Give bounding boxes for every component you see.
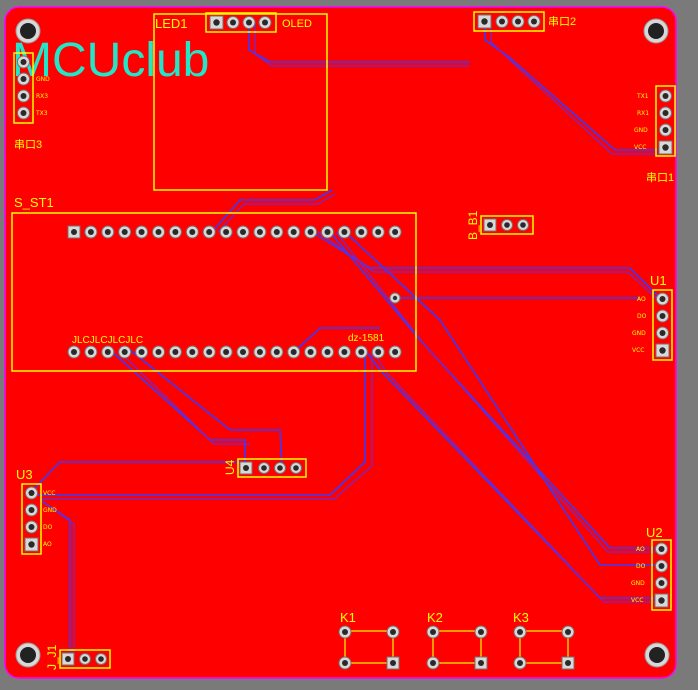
pin-hole xyxy=(341,229,348,235)
j1-label: J_J1 xyxy=(45,644,59,670)
u3-header xyxy=(21,483,42,555)
pin-hole xyxy=(358,229,365,235)
uart1-pin-1: RX1 xyxy=(637,110,649,117)
sst1-top-pin-row xyxy=(67,225,402,239)
u1-header xyxy=(652,289,673,361)
pin-hole xyxy=(104,349,111,355)
u1-pin-3: VCC xyxy=(632,347,644,354)
u2-pin-3: VCC xyxy=(631,597,643,604)
pin-hole xyxy=(87,349,94,355)
pin-hole xyxy=(307,349,314,355)
pin-hole xyxy=(290,349,297,355)
u2-header xyxy=(651,539,672,611)
u1-pin-2: GND xyxy=(632,330,646,337)
pin-hole xyxy=(240,229,246,235)
pin-hole xyxy=(307,229,314,235)
u2-pin-1: DO xyxy=(636,563,646,570)
pin-hole xyxy=(71,229,77,235)
uart3-pin-1: GND xyxy=(36,76,50,83)
pin-hole xyxy=(223,229,230,235)
u2-pin-2: GND xyxy=(631,580,645,587)
oled-outline xyxy=(153,13,328,191)
dz-text: dz-1581 xyxy=(348,333,385,344)
sst1-outline xyxy=(11,212,417,372)
button-k2 xyxy=(426,625,488,670)
pin-hole xyxy=(206,349,213,355)
pin-hole xyxy=(273,349,280,355)
pin-hole xyxy=(392,349,399,355)
pin-hole xyxy=(121,229,128,235)
traces xyxy=(29,22,661,660)
uart1-label: 串口1 xyxy=(646,171,674,184)
pin-hole xyxy=(256,229,263,235)
pin-hole xyxy=(273,229,280,235)
pin-hole xyxy=(392,229,399,235)
bb1-label: B_B1 xyxy=(466,210,480,240)
pin-hole xyxy=(324,229,331,235)
oled-header xyxy=(205,12,277,33)
uart1-pin-2: GND xyxy=(634,127,648,134)
mounting-holes xyxy=(15,18,670,668)
pin-hole xyxy=(375,229,382,235)
pin-hole xyxy=(155,349,162,355)
u2-label: U2 xyxy=(646,525,663,540)
oled-label: OLED xyxy=(282,18,312,30)
pin-hole xyxy=(240,349,246,355)
u4-label: U4 xyxy=(223,459,237,475)
u4-header xyxy=(237,458,307,478)
uart3-pin-2: RX3 xyxy=(36,93,48,100)
pin-hole xyxy=(138,229,145,235)
uart1-pin-0: TX1 xyxy=(636,93,649,100)
j1-header xyxy=(59,649,111,669)
pin-hole xyxy=(206,229,213,235)
pin-hole xyxy=(104,229,111,235)
pin-hole xyxy=(71,349,77,355)
uart1-header xyxy=(655,85,676,157)
led1-label: LED1 xyxy=(155,16,188,31)
pin-hole xyxy=(155,229,162,235)
pin-hole xyxy=(87,229,94,235)
pin-hole xyxy=(172,229,179,235)
u1-pin-1: DO xyxy=(637,313,647,320)
pin-hole xyxy=(189,349,196,355)
board-copper xyxy=(4,6,677,679)
pin-hole xyxy=(290,229,297,235)
bb1-header xyxy=(480,215,534,235)
pin-hole xyxy=(138,349,145,355)
pin-hole xyxy=(172,349,179,355)
u1-label: U1 xyxy=(650,273,667,288)
mcuclub-logo: MCUclub xyxy=(12,34,209,87)
pin-hole xyxy=(189,229,196,235)
uart2-header xyxy=(473,11,545,32)
u3-label: U3 xyxy=(16,467,33,482)
sst1-bottom-pin-row xyxy=(67,345,402,359)
u3-pin-1: GND xyxy=(43,507,57,514)
u1-pin-0: AO xyxy=(637,296,646,303)
pin-hole xyxy=(324,349,331,355)
sst1-label: S_ST1 xyxy=(14,195,54,210)
u3-pin-3: AO xyxy=(43,541,52,548)
uart1-pin-3: VCC xyxy=(634,144,646,151)
pin-hole xyxy=(223,349,230,355)
pin-hole xyxy=(121,349,128,355)
u2-pin-0: AO xyxy=(636,546,645,553)
k2-label: K2 xyxy=(427,610,443,625)
uart3-label: 串口3 xyxy=(14,138,42,151)
uart3-header xyxy=(13,52,34,124)
uart2-label: 串口2 xyxy=(548,15,576,28)
button-k3 xyxy=(513,625,575,670)
pin-hole xyxy=(358,349,365,355)
u3-pin-2: DO xyxy=(43,524,53,531)
pin-hole xyxy=(341,349,348,355)
uart3-pin-3: TX3 xyxy=(35,110,48,117)
k1-label: K1 xyxy=(340,610,356,625)
u3-pin-0: VCC xyxy=(43,490,55,497)
k3-label: K3 xyxy=(513,610,529,625)
button-k1 xyxy=(338,625,400,670)
jlc-text: JLCJLCJLCJLC xyxy=(72,335,143,346)
pin-hole xyxy=(375,349,382,355)
pin-hole xyxy=(256,349,263,355)
